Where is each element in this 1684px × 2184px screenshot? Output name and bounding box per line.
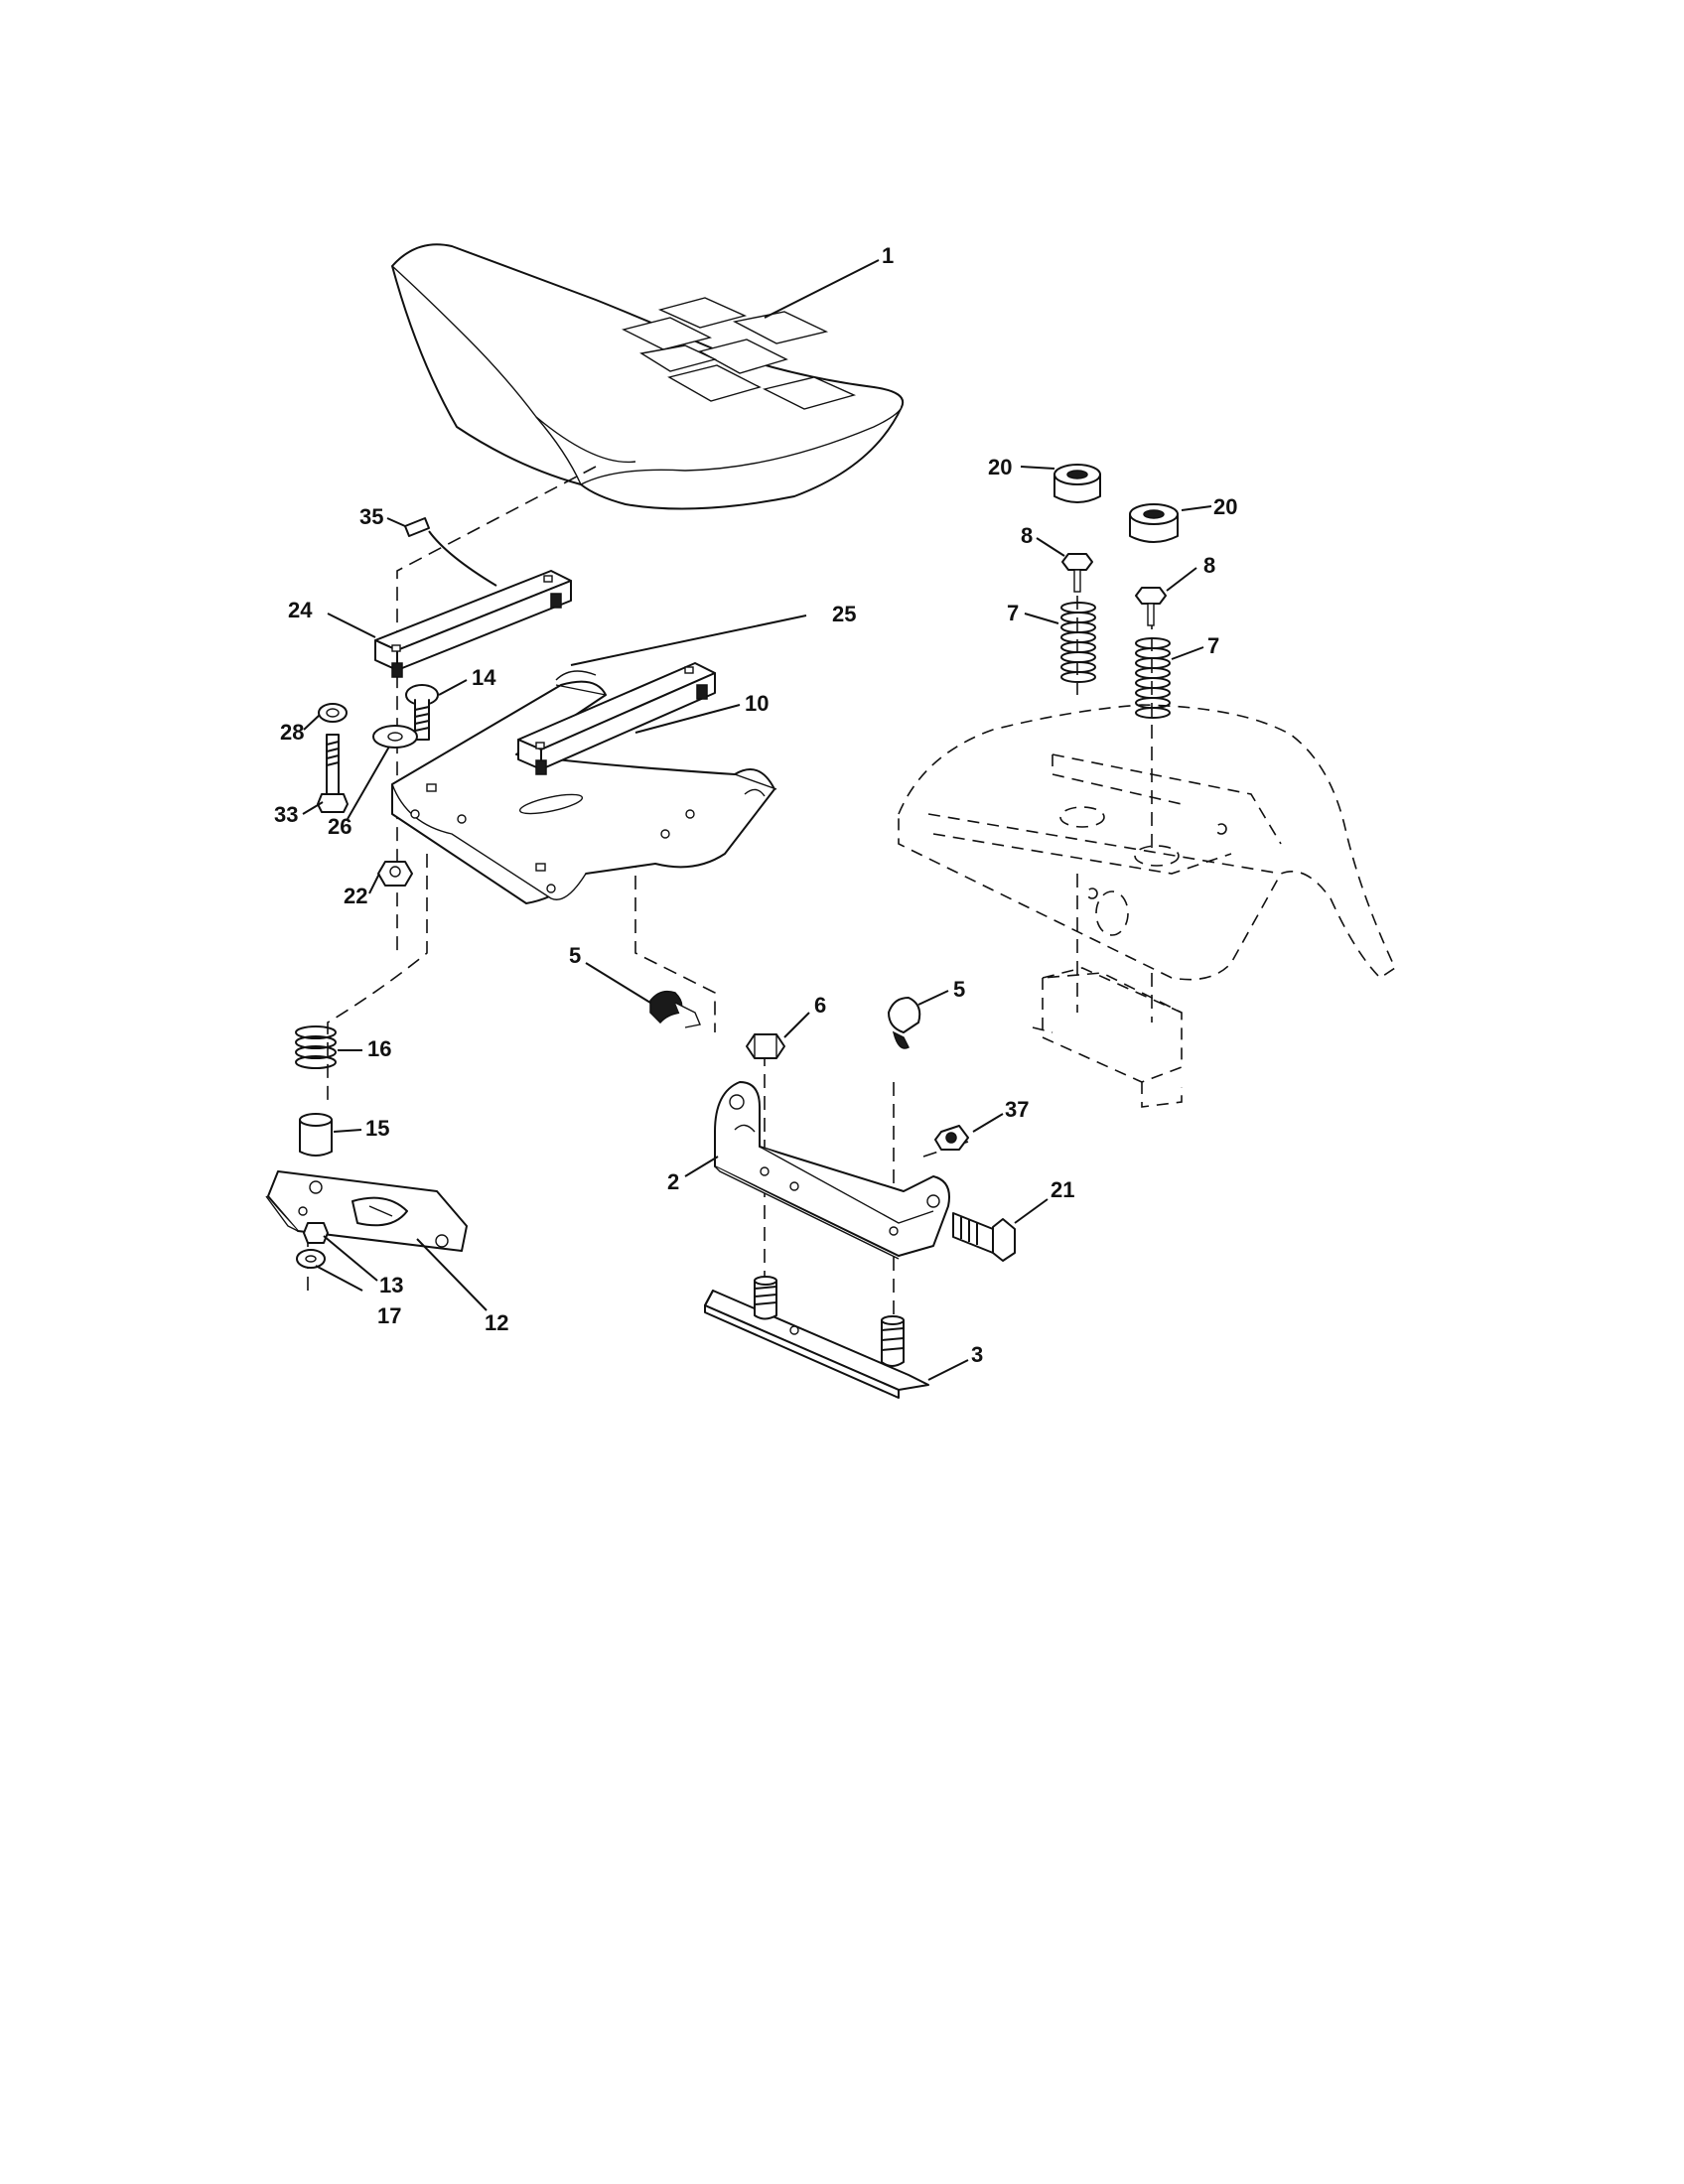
stud-left <box>754 1276 777 1320</box>
wire-clip-5-left <box>649 990 701 1028</box>
callout-25: 25 <box>832 602 856 626</box>
spacer-15 <box>299 1113 333 1157</box>
callout-16: 16 <box>367 1036 391 1061</box>
hex-bolt-33 <box>317 734 349 813</box>
callout-22: 22 <box>344 884 367 908</box>
callout-24: 24 <box>288 598 313 622</box>
callout-26: 26 <box>328 814 351 839</box>
callout-10: 10 <box>745 691 769 716</box>
shoulder-bolt-21 <box>952 1212 1016 1262</box>
callout-14: 14 <box>472 665 496 690</box>
nut-6 <box>746 1033 785 1059</box>
callout-35: 35 <box>359 504 383 529</box>
pivot-bracket-2 <box>714 1081 950 1260</box>
callout-37: 37 <box>1005 1097 1029 1122</box>
callout-21: 21 <box>1051 1177 1074 1202</box>
callout-20-right: 20 <box>1213 494 1237 519</box>
callout-1: 1 <box>882 243 894 268</box>
callout-8-left: 8 <box>1021 523 1033 548</box>
nut-13 <box>303 1222 329 1244</box>
carriage-bolt-14 <box>405 684 439 741</box>
base-plate-3 <box>704 1276 929 1399</box>
callout-15: 15 <box>365 1116 389 1141</box>
wire-clip-5-right <box>888 997 921 1049</box>
bumper-20-left <box>1053 464 1101 503</box>
washer-17 <box>296 1249 326 1269</box>
callout-17: 17 <box>377 1303 401 1328</box>
callout-13: 13 <box>379 1273 403 1297</box>
fender-reference <box>898 704 1397 1108</box>
screw-8-right <box>1135 587 1167 626</box>
callout-labels: 1 20 20 8 8 7 7 35 24 25 14 10 28 33 26 … <box>274 243 1237 1367</box>
callout-8-right: 8 <box>1203 553 1215 578</box>
bumper-20-right <box>1129 503 1179 543</box>
spring-7-left <box>1060 602 1096 683</box>
callout-20-left: 20 <box>988 455 1012 479</box>
lock-nut-37 <box>934 1125 969 1151</box>
lock-washer-28 <box>318 703 348 723</box>
stud-right <box>881 1315 905 1367</box>
callout-7-right: 7 <box>1207 633 1219 658</box>
callout-7-left: 7 <box>1007 601 1019 625</box>
flat-washer-26 <box>372 725 418 749</box>
hex-nut-22 <box>377 861 413 887</box>
callout-3: 3 <box>971 1342 983 1367</box>
spring-7-right <box>1135 637 1171 719</box>
callout-28: 28 <box>280 720 304 745</box>
screw-8-left <box>1061 553 1093 593</box>
seat <box>391 243 905 510</box>
slide-rail-24 <box>374 570 572 678</box>
mounting-plate-12 <box>265 1170 468 1252</box>
callout-5-right: 5 <box>953 977 965 1002</box>
callout-12: 12 <box>485 1310 508 1335</box>
seat-switch-wire <box>404 517 497 587</box>
callout-6: 6 <box>814 993 826 1018</box>
callout-5-left: 5 <box>569 943 581 968</box>
seat-pan <box>391 670 777 904</box>
slide-rail-25 <box>517 662 716 775</box>
callout-2: 2 <box>667 1169 679 1194</box>
callout-33: 33 <box>274 802 298 827</box>
spring-16 <box>295 1025 337 1069</box>
leader-lines <box>302 259 1212 1381</box>
